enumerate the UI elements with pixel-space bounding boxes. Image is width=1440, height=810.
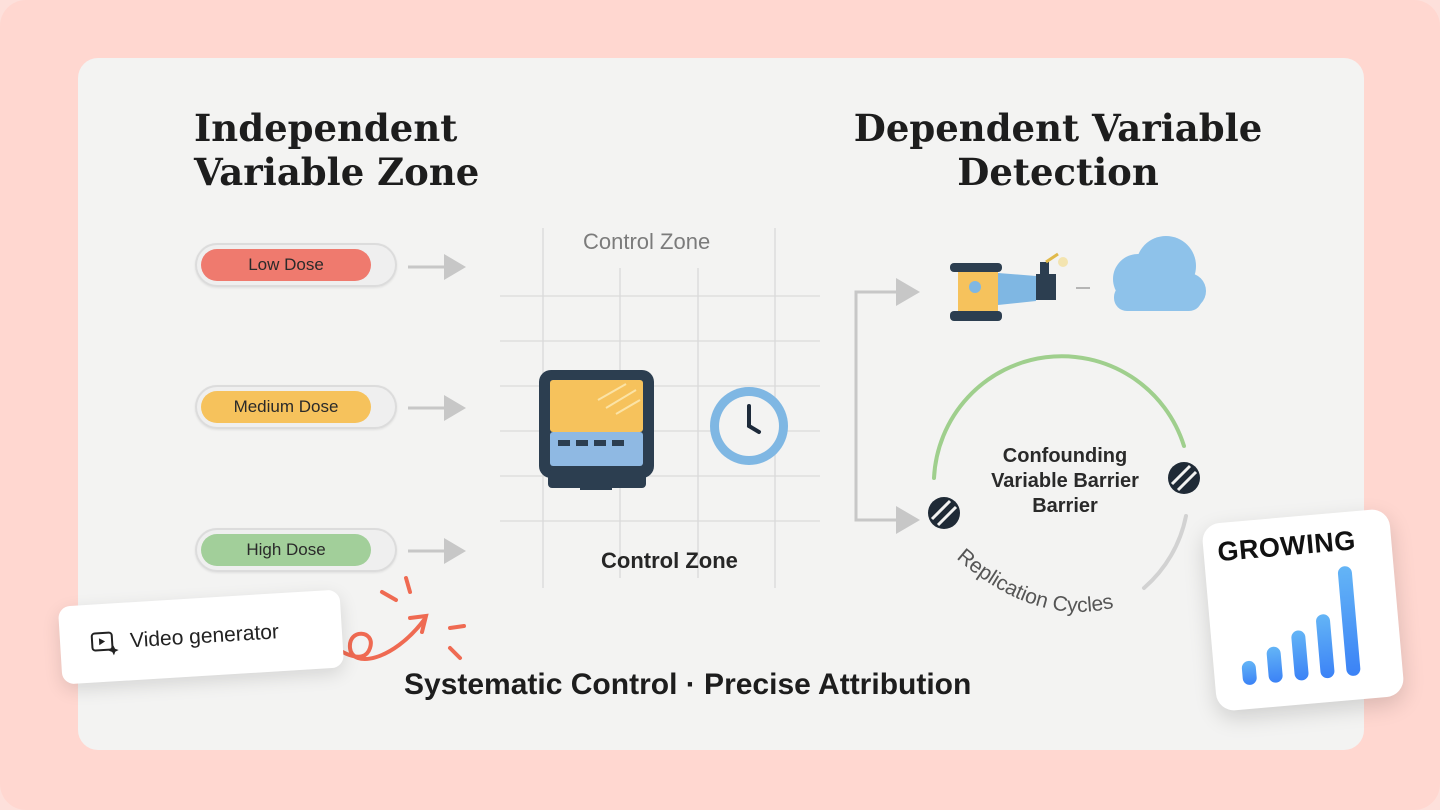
swirl-arrow-icon xyxy=(312,576,466,662)
independent-variable-title: Independent Variable Zone xyxy=(194,106,480,194)
replication-cycles-label: Replication Cycles xyxy=(953,544,1115,617)
confounding-barrier-label: Confounding Variable Barrier Barrier xyxy=(991,445,1139,517)
dose-pill-low: Low Dose xyxy=(195,243,397,287)
clock-icon xyxy=(710,387,788,465)
branch-arrows xyxy=(854,278,920,534)
cycle-arcs xyxy=(932,354,1188,590)
detector-icon xyxy=(950,252,1090,321)
growth-bar-2 xyxy=(1266,646,1284,684)
dose-label-medium: Medium Dose xyxy=(201,391,371,423)
diagram-card: Replication Cycles Independent Variable … xyxy=(78,58,1364,750)
tagline: Systematic Control · Precise Attribution xyxy=(404,668,972,701)
video-generator-chip[interactable]: Video generator xyxy=(57,589,345,685)
cloud-icon xyxy=(1113,236,1206,311)
control-zone-label-bottom: Control Zone xyxy=(601,548,738,573)
growth-bar-4 xyxy=(1315,613,1336,679)
growth-bar-5 xyxy=(1337,565,1361,677)
video-sparkle-icon xyxy=(90,631,119,656)
monitor-icon xyxy=(539,370,654,490)
dose-arrows xyxy=(408,254,466,564)
diagram-art: Replication Cycles xyxy=(408,228,1206,617)
growth-bar-1 xyxy=(1241,660,1258,686)
video-generator-label: Video generator xyxy=(129,620,280,653)
dependent-variable-title: Dependent Variable Detection xyxy=(853,106,1263,194)
barrier-marker-left xyxy=(928,497,960,529)
control-zone-label-top: Control Zone xyxy=(583,229,711,254)
dose-label-high: High Dose xyxy=(201,534,371,566)
dose-pill-medium: Medium Dose xyxy=(195,385,397,429)
dose-pill-high: High Dose xyxy=(195,528,397,572)
dose-label-low: Low Dose xyxy=(201,249,371,281)
growing-label: GROWING xyxy=(1216,525,1357,568)
growth-bar-3 xyxy=(1290,629,1310,681)
growing-card: GROWING xyxy=(1201,508,1405,712)
barrier-marker-right xyxy=(1168,462,1200,494)
